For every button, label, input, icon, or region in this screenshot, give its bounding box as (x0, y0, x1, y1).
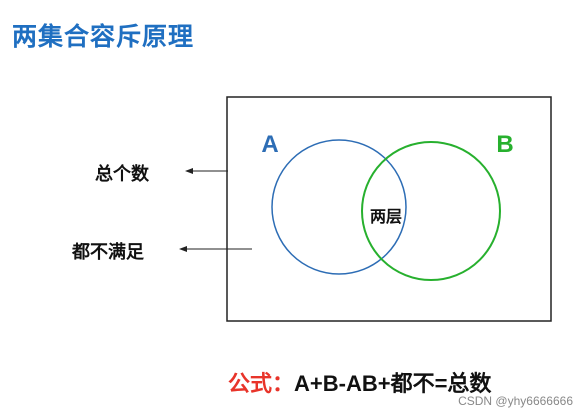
formula-expression: A+B-AB+都不=总数 (294, 371, 492, 396)
formula: 公式：A+B-AB+都不=总数 (228, 366, 491, 398)
formula-label: 公式： (228, 371, 295, 396)
neither-arrow-head (179, 246, 187, 252)
slide-title: 两集合容斥原理 (12, 23, 195, 51)
set-b-circle (361, 141, 501, 281)
set-b-label: B (496, 131, 513, 158)
intersection-label: 两层 (370, 208, 402, 226)
watermark: CSDN @yhy6666666 (458, 394, 573, 408)
total-count-label: 总个数 (95, 164, 149, 184)
set-a-label: A (261, 131, 278, 158)
neither-label: 都不满足 (72, 242, 144, 262)
universe-rectangle (226, 96, 552, 322)
set-a-circle (271, 139, 407, 275)
total-arrow-head (185, 168, 193, 174)
